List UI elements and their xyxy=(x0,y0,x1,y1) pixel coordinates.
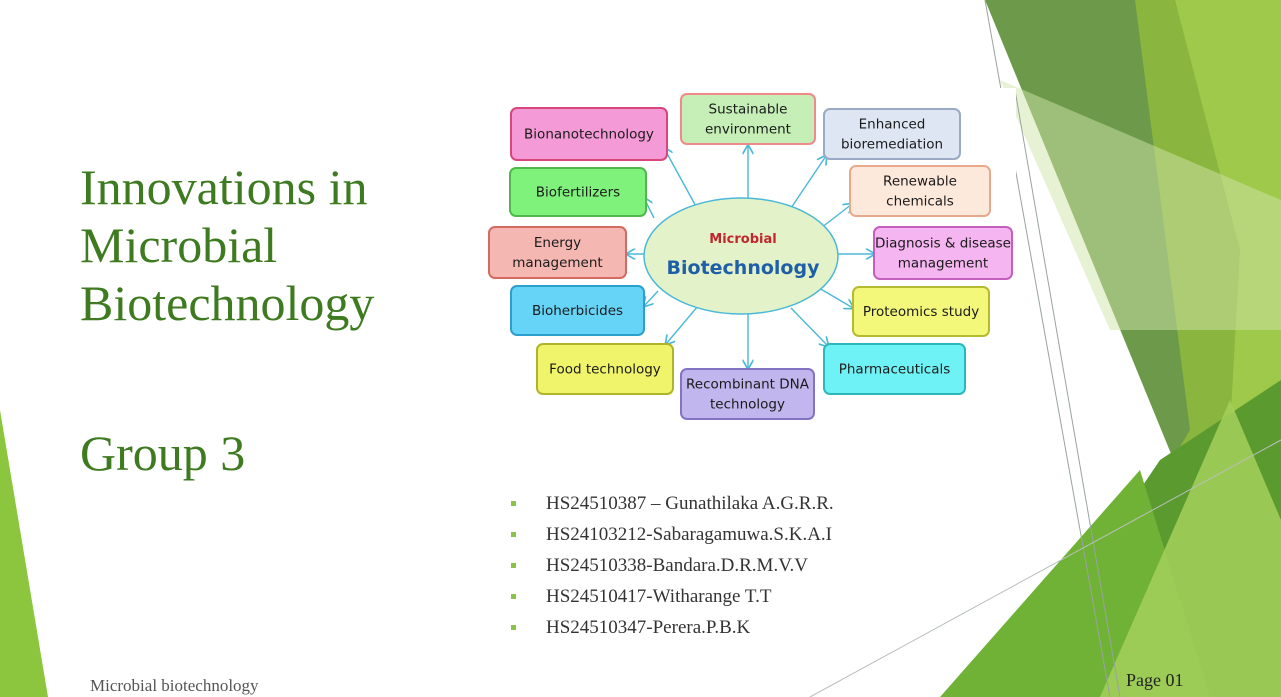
mindmap-box-label: technology xyxy=(710,397,785,413)
mindmap-box: Diagnosis & disease management xyxy=(873,226,1013,280)
mindmap-box: Energy management xyxy=(488,226,627,279)
mindmap-box-label: Biofertilizers xyxy=(536,185,620,201)
mindmap-box-label: environment xyxy=(705,122,791,138)
member-item: HS24510347-Perera.P.B.K xyxy=(511,612,834,643)
mindmap-box-shape xyxy=(680,368,815,420)
right-light-shape xyxy=(1000,80,1281,330)
mindmap-boxes: SustainableenvironmentBionanotechnologyE… xyxy=(488,93,1013,420)
member-list: HS24510387 – Gunathilaka A.G.R.R. HS2410… xyxy=(511,488,834,643)
member-item: HS24103212-Sabaragamuwa.S.K.A.I xyxy=(511,519,834,550)
bottom-right-light-shape xyxy=(1100,400,1281,697)
title-line-1: Innovations in xyxy=(80,159,368,215)
mindmap-box-label: Energy xyxy=(534,235,581,251)
mindmap-box-shape xyxy=(536,343,674,395)
mindmap-box: Recombinant DNA technology xyxy=(680,368,815,420)
member-text: HS24510338-Bandara.D.R.M.V.V xyxy=(546,555,808,576)
mindmap-box-label: Enhanced xyxy=(859,117,926,133)
mindmap-box-label: chemicals xyxy=(886,194,954,210)
biotech-mindmap: Microbial Biotechnology Sustainable envir… xyxy=(486,88,1016,423)
mindmap-arrow xyxy=(790,307,828,346)
left-green-shape xyxy=(0,410,48,697)
mindmap-box-label: management xyxy=(512,255,602,271)
mindmap-box-label: Bioherbicides xyxy=(532,303,623,319)
mindmap-box-shape xyxy=(823,108,961,160)
member-item: HS24510417-Witharange T.T xyxy=(511,581,834,612)
footer-text: Microbial biotechnology xyxy=(90,676,259,695)
mindmap-box-shape xyxy=(823,343,966,395)
mindmap-box-shape xyxy=(510,285,645,336)
group-label: Group 3 xyxy=(80,425,246,481)
mindmap-box: Bioherbicides xyxy=(510,285,645,336)
center-label-line-1: Microbial xyxy=(709,232,776,247)
member-text: HS24510347-Perera.P.B.K xyxy=(546,617,751,638)
mindmap-box-label: Sustainable xyxy=(709,102,788,118)
title-line-3: Biotechnology xyxy=(80,275,375,331)
mindmap-box: Renewable chemicals xyxy=(849,165,991,217)
mindmap-arrow xyxy=(644,290,659,306)
mindmap-box-shape xyxy=(849,165,991,217)
member-text: HS24510387 – Gunathilaka A.G.R.R. xyxy=(546,493,834,514)
member-item: HS24510338-Bandara.D.R.M.V.V xyxy=(511,550,834,581)
mindmap-box-shape xyxy=(510,107,668,161)
mindmap-box: Enhanced bioremediation xyxy=(823,108,961,160)
member-text: HS24103212-Sabaragamuwa.S.K.A.I xyxy=(546,524,833,545)
member-text: HS24510417-Witharange T.T xyxy=(546,586,772,607)
title-line-2: Microbial xyxy=(80,217,278,273)
mindmap-arrow xyxy=(666,305,699,344)
bullet-icon xyxy=(511,532,516,537)
mindmap-box-label: Bionanotechnology xyxy=(524,127,654,143)
bullet-icon xyxy=(511,563,516,568)
mindmap-box-shape xyxy=(852,286,990,337)
page-number: Page 01 xyxy=(1126,670,1184,690)
mindmap-box-label: bioremediation xyxy=(841,137,943,153)
decor-line-3 xyxy=(809,439,1281,697)
bullet-icon xyxy=(511,625,516,630)
mindmap-arrow xyxy=(664,148,699,211)
mindmap-arrow xyxy=(820,204,852,229)
mindmap-box-label: management xyxy=(898,256,988,272)
mindmap-box-shape xyxy=(488,226,627,279)
mindmap-box-label: Proteomics study xyxy=(863,304,979,320)
mindmap-box: Bionanotechnology xyxy=(510,107,668,161)
mindmap-box-label: Recombinant DNA xyxy=(686,377,810,393)
center-label-line-2: Biotechnology xyxy=(667,257,821,279)
mindmap-arrow xyxy=(790,156,826,209)
mindmap-box: Proteomics study xyxy=(852,286,990,337)
bullet-icon xyxy=(511,594,516,599)
mindmap-box: Food technology xyxy=(536,343,674,395)
mindmap-box-label: Pharmaceuticals xyxy=(839,362,951,378)
mindmap-box: Sustainable environment xyxy=(680,93,816,145)
mindmap-arrow xyxy=(818,287,853,308)
member-item: HS24510387 – Gunathilaka A.G.R.R. xyxy=(511,488,834,519)
mindmap-box-shape xyxy=(509,167,647,217)
mindmap-arrows xyxy=(627,146,874,368)
mindmap-box: Biofertilizers xyxy=(509,167,647,217)
slide-title: Innovations in Microbial Biotechnology xyxy=(80,158,460,332)
center-ellipse xyxy=(643,197,839,315)
mindmap-box-label: Food technology xyxy=(549,362,661,378)
mindmap-box-shape xyxy=(680,93,816,145)
decor-line-2 xyxy=(1014,89,1121,697)
mindmap-box-shape xyxy=(873,226,1013,280)
mindmap-box-label: Diagnosis & disease xyxy=(875,236,1011,252)
mindmap-box: Pharmaceuticals xyxy=(823,343,966,395)
bullet-icon xyxy=(511,501,516,506)
mindmap-box-label: Renewable xyxy=(883,174,957,190)
